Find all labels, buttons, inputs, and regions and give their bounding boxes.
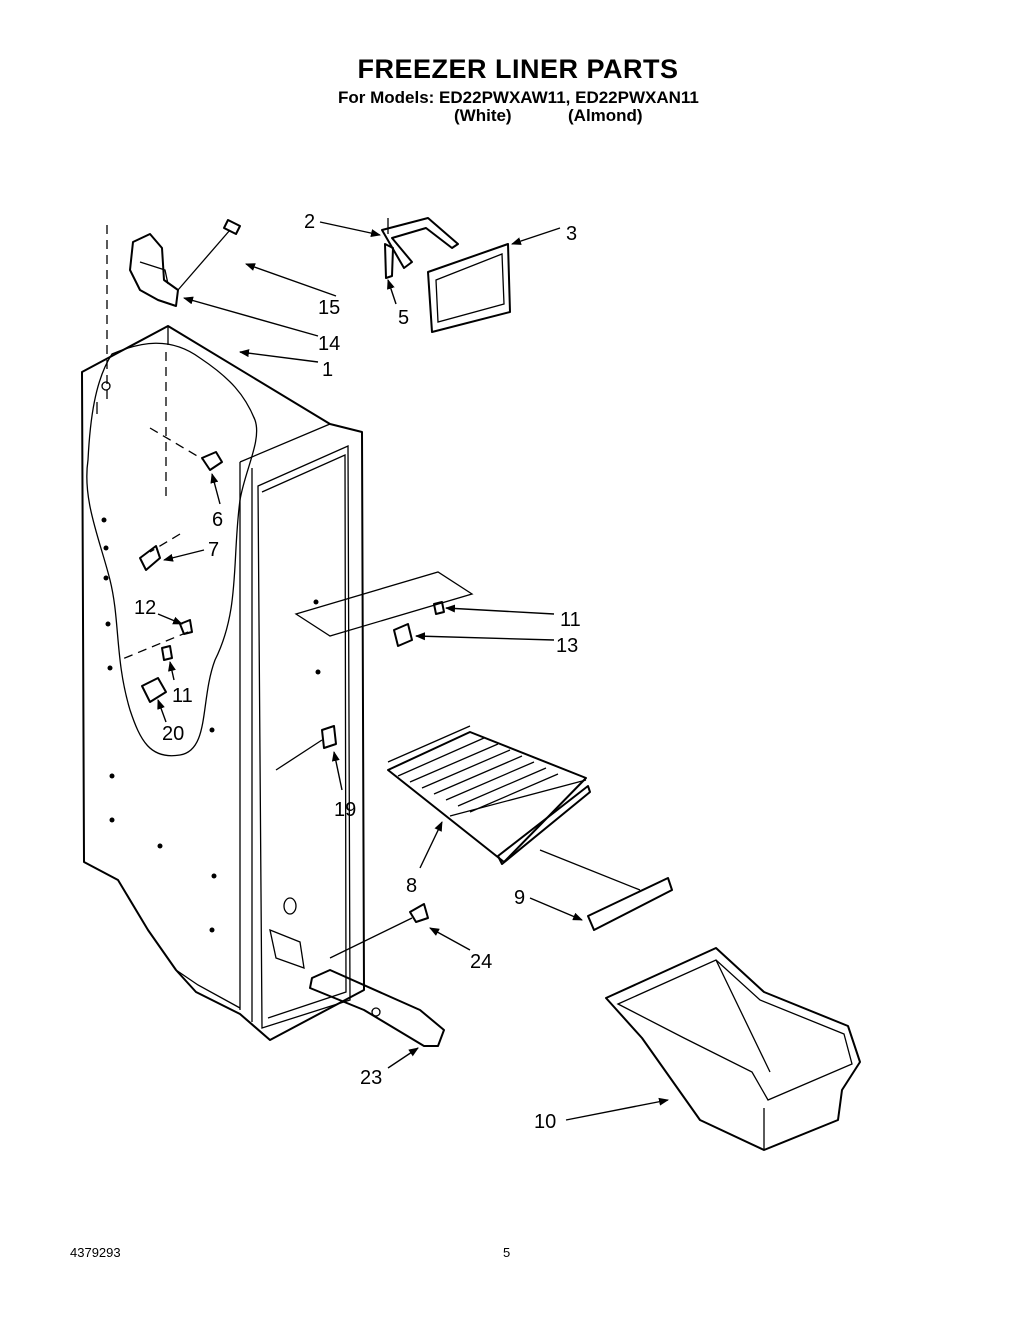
bin-10 [605, 947, 861, 1151]
callout-20: 20 [162, 723, 184, 745]
bracket-2 [381, 217, 459, 269]
stop-11-right [433, 601, 445, 615]
models-line: For Models: ED22PWXAW11, ED22PWXAN11 [338, 88, 699, 107]
freezer-liner [81, 225, 365, 1041]
callout-6: 6 [212, 509, 223, 531]
finish-almond-label: (Almond) [568, 106, 643, 125]
callout-24: 24 [470, 951, 492, 973]
document-number: 4379293 [70, 1245, 121, 1260]
callout-15: 15 [318, 297, 340, 319]
screw-12 [119, 619, 193, 661]
callout-9: 9 [514, 887, 525, 909]
callout-1: 1 [322, 359, 333, 381]
callout-8: 8 [406, 875, 417, 897]
rail-23 [309, 969, 445, 1047]
shelf-trim-9 [539, 849, 673, 931]
callout-11-right: 11 [560, 609, 581, 631]
screw-5 [384, 243, 394, 279]
callout-3: 3 [566, 223, 577, 245]
callout-10: 10 [534, 1111, 556, 1133]
support-13 [393, 623, 413, 647]
panel-3 [427, 243, 511, 333]
callout-7: 7 [208, 539, 219, 561]
callout-12: 12 [134, 597, 156, 619]
callout-14: 14 [318, 333, 340, 355]
callout-13: 13 [556, 635, 578, 657]
screw-24 [329, 903, 429, 959]
diagram-title: FREEZER LINER PARTS [357, 54, 679, 84]
callout-23: 23 [360, 1067, 382, 1089]
callout-2: 2 [304, 211, 315, 233]
page-number: 5 [503, 1245, 511, 1260]
callout-11-left: 11 [172, 685, 193, 707]
shelf-mount-plane [294, 571, 474, 637]
callout-19: 19 [334, 799, 356, 821]
bracket-19 [275, 725, 337, 771]
callout-5: 5 [398, 307, 409, 329]
screw-15 [177, 219, 241, 291]
clip-6 [149, 427, 223, 471]
wire-shelf-8 [387, 725, 591, 865]
clip-7 [139, 533, 181, 571]
stop-11-left [161, 645, 173, 661]
leader-lines [157, 221, 669, 1121]
block-20 [141, 677, 167, 703]
hinge-14 [129, 233, 179, 307]
finish-white-label: (White) [454, 106, 512, 125]
